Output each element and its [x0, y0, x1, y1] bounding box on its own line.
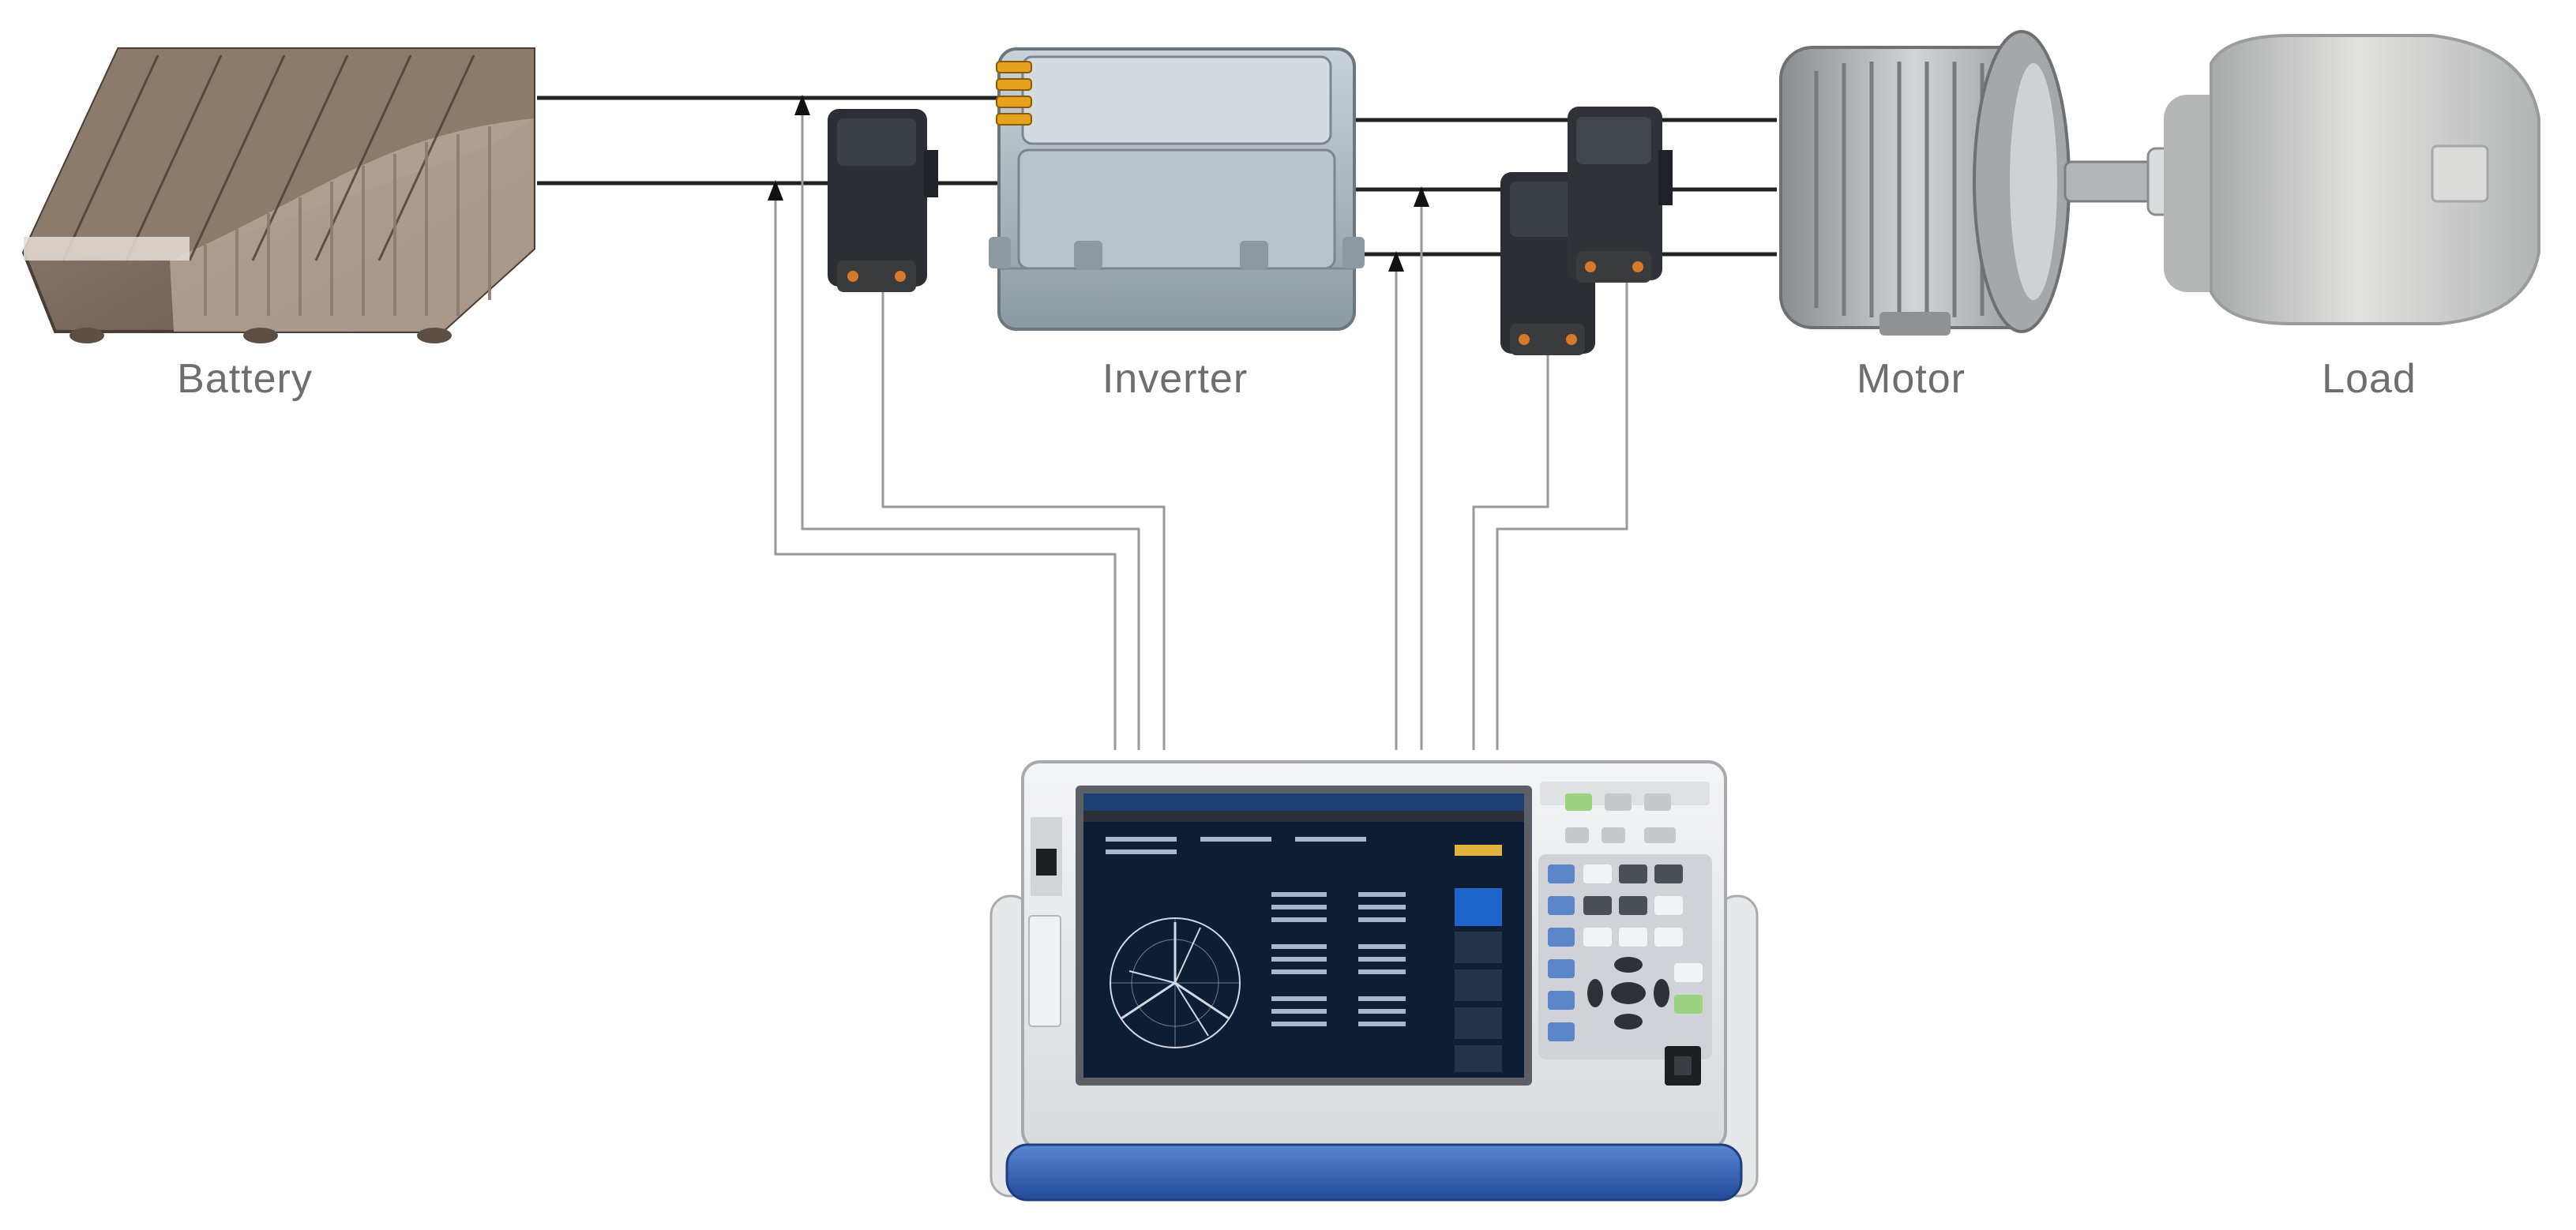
dpad-center-key[interactable] [1611, 982, 1646, 1004]
function-key[interactable] [1565, 827, 1589, 843]
function-key[interactable] [1644, 793, 1671, 811]
measurement-rows [1106, 837, 1406, 1026]
current-sensor-line-ac1 [1472, 339, 1549, 750]
current-sensor-line-ac2 [1496, 268, 1628, 750]
menu-key[interactable] [1583, 896, 1612, 915]
media-slot [1028, 915, 1061, 1027]
inverter-label: Inverter [1102, 356, 1249, 402]
channel-key[interactable] [1548, 959, 1575, 978]
menu-key[interactable] [1619, 928, 1647, 947]
channel-key[interactable] [1548, 928, 1575, 947]
current-sensor-ac-2 [1568, 107, 1673, 283]
direction-pad [1587, 957, 1669, 1029]
motor-label: Motor [1857, 356, 1966, 402]
dpad-right-key[interactable] [1654, 979, 1669, 1007]
run-key[interactable] [1565, 793, 1592, 811]
motor-graphic [1779, 30, 2071, 336]
shaft-coupling [2063, 147, 2181, 216]
arrow-icon [768, 180, 783, 201]
function-key[interactable] [1605, 793, 1632, 811]
function-key[interactable] [1644, 827, 1676, 843]
menu-key[interactable] [1583, 928, 1612, 947]
arrow-icon [1388, 251, 1404, 272]
inverter-graphic [989, 47, 1365, 331]
voltage-probe-line-1 [774, 182, 1117, 750]
vector-plot [1110, 917, 1241, 1048]
enter-key[interactable] [1674, 995, 1703, 1014]
dpad-up-key[interactable] [1614, 957, 1643, 973]
power-analyzer [989, 760, 1759, 1202]
analyzer-carry-handle [1005, 1143, 1743, 1202]
menu-key[interactable] [1583, 864, 1612, 883]
menu-key[interactable] [1619, 864, 1647, 883]
load-graphic [2164, 34, 2540, 325]
keypad-blue-keys [1548, 864, 1575, 1041]
function-key[interactable] [1602, 827, 1625, 843]
usb-port [1036, 849, 1057, 876]
voltage-probe-arrows [768, 95, 1429, 272]
dpad-down-key[interactable] [1614, 1014, 1643, 1029]
dpad-left-key[interactable] [1587, 979, 1603, 1007]
channel-key[interactable] [1548, 991, 1575, 1010]
load-label: Load [2322, 356, 2416, 402]
signal-lines [774, 98, 1628, 750]
current-sensor-dc [828, 109, 938, 292]
channel-key[interactable] [1548, 1022, 1575, 1041]
current-sensor-line-dc [881, 292, 1166, 750]
battery-label: Battery [177, 356, 313, 402]
menu-key[interactable] [1674, 963, 1703, 982]
arrow-icon [794, 95, 810, 115]
menu-key[interactable] [1654, 928, 1683, 947]
keypad-gray-keys [1583, 864, 1703, 1014]
arrow-icon [1414, 186, 1429, 207]
menu-key[interactable] [1654, 864, 1683, 883]
menu-key[interactable] [1619, 896, 1647, 915]
menu-key[interactable] [1654, 896, 1683, 915]
channel-key[interactable] [1548, 864, 1575, 883]
channel-key[interactable] [1548, 896, 1575, 915]
voltage-probe-line-2 [801, 98, 1140, 750]
battery-graphic [21, 47, 535, 343]
